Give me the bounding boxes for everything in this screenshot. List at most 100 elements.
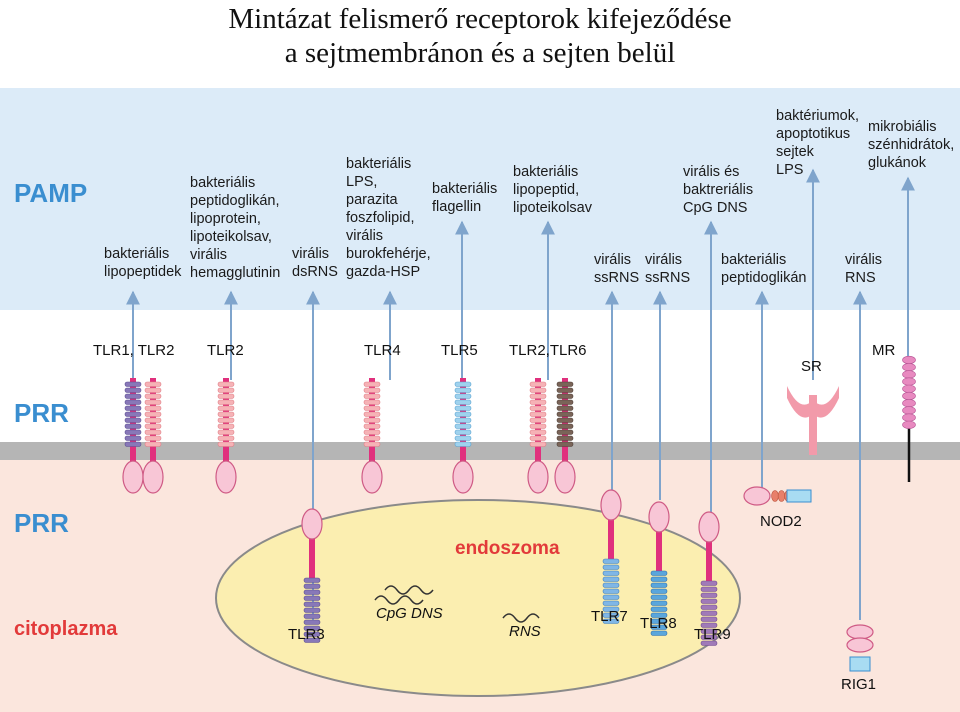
ligand-viral-ssrna-2: virális ssRNS: [645, 252, 691, 286]
ligand-cpg-dna: virális és baktreriális CpG DNS: [683, 164, 754, 216]
receptor-ring: [650, 612, 668, 618]
receptor-ring: [144, 399, 162, 405]
receptor-ring: [363, 387, 381, 393]
receptor-ring: [650, 594, 668, 600]
nod2-domain: [786, 489, 812, 503]
receptor-label-tlr3: TLR3: [288, 626, 325, 643]
receptor-nod2: [743, 486, 812, 506]
receptor-ring: [529, 435, 547, 441]
mr-domain: [902, 399, 916, 408]
ligand-viral-dsrna: virális dsRNS: [292, 246, 338, 280]
receptor-ring: [556, 405, 574, 411]
receptor-tlr2-c: [527, 378, 549, 494]
prr-cytoplasm-heading: PRR: [14, 508, 69, 538]
receptor-ring: [602, 600, 620, 606]
receptor-ring: [700, 640, 718, 646]
receptor-ring: [124, 381, 142, 387]
mr-domain: [902, 391, 916, 401]
receptor-sr: [787, 386, 839, 455]
mr-domain: [902, 406, 916, 415]
receptor-ring: [529, 405, 547, 411]
receptor-ring: [217, 441, 235, 447]
rns-strand: [502, 613, 540, 623]
receptor-ring: [363, 429, 381, 435]
receptor-ring: [124, 393, 142, 399]
receptor-ring: [144, 411, 162, 417]
receptor-ring: [602, 606, 620, 612]
ligand-peptidoglycan: bakteriális peptidoglikán: [721, 252, 807, 286]
receptor-tlr7: [600, 489, 622, 624]
receptor-ring: [303, 601, 321, 607]
receptor-bulb: [527, 460, 549, 494]
receptor-ring: [217, 387, 235, 393]
mr-domain: [902, 355, 916, 365]
receptor-ring: [650, 600, 668, 606]
receptor-ring: [602, 564, 620, 570]
receptor-ring: [454, 411, 472, 417]
rig1-bulb: [846, 637, 874, 653]
receptor-ring: [363, 411, 381, 417]
receptor-ring: [303, 589, 321, 595]
receptor-ring: [144, 441, 162, 447]
receptor-ring: [454, 423, 472, 429]
receptor-ring: [303, 613, 321, 619]
pamp-heading: PAMP: [14, 178, 88, 208]
receptor-bulb: [554, 460, 576, 494]
receptor-ring: [144, 417, 162, 423]
receptor-ring: [363, 381, 381, 387]
receptor-ring: [529, 417, 547, 423]
receptor-ring: [556, 381, 574, 387]
receptor-ring: [363, 393, 381, 399]
ligand-lipopeptide-lipoteichoic: bakteriális lipopeptid, lipoteikolsav: [513, 164, 592, 216]
receptor-label-rig1: RIG1: [841, 676, 877, 693]
endosome-label: endoszoma: [455, 538, 560, 559]
receptor-ring: [650, 588, 668, 594]
receptor-ring: [454, 429, 472, 435]
receptor-ring: [454, 405, 472, 411]
ligand-viral-ssrna-1: virális ssRNS: [594, 252, 640, 286]
receptor-ring: [602, 570, 620, 576]
mr-domain: [902, 363, 916, 372]
cpg-dns-strand: [374, 585, 434, 605]
receptor-ring: [454, 417, 472, 423]
receptor-ring: [529, 399, 547, 405]
receptor-ring: [556, 393, 574, 399]
mr-domain: [902, 420, 916, 429]
receptor-tlr3: [301, 508, 323, 643]
receptor-ring: [144, 387, 162, 393]
receptor-label-mr: MR: [872, 342, 896, 359]
receptor-ring: [529, 393, 547, 399]
receptor-ring: [303, 595, 321, 601]
receptor-ring: [454, 399, 472, 405]
receptor-ring: [303, 577, 321, 583]
receptor-ring: [529, 411, 547, 417]
receptor-label-tlr8: TLR8: [640, 615, 677, 632]
receptor-label-tlr7: TLR7: [591, 608, 628, 625]
receptor-tlr6: [554, 378, 576, 494]
receptor-bulb: [452, 460, 474, 494]
receptor-tlr8: [648, 501, 670, 636]
receptor-ring: [124, 399, 142, 405]
receptor-ring: [217, 417, 235, 423]
receptor-bulb: [142, 460, 164, 494]
receptor-ring: [700, 592, 718, 598]
mr-domain: [902, 384, 916, 393]
receptor-ring: [700, 598, 718, 604]
receptor-stem: [706, 541, 712, 583]
receptor-tlr1: [122, 378, 144, 494]
receptor-ring: [303, 637, 321, 643]
receptor-ring: [556, 417, 574, 423]
receptor-ring: [124, 417, 142, 423]
receptor-ring: [217, 429, 235, 435]
receptor-ring: [700, 604, 718, 610]
cytoplasm-label: citoplazma: [14, 618, 118, 640]
receptor-label-tlr2: TLR2: [207, 342, 244, 359]
ligand-bacteria-apoptotic: baktériumok, apoptotikus sejtek LPS: [776, 108, 860, 178]
receptor-ring: [602, 588, 620, 594]
receptor-tlr5: [452, 378, 474, 494]
ligand-microbial-carbohydrates: mikrobiális szénhidrátok, glukánok: [868, 119, 955, 171]
receptor-label-sr: SR: [801, 358, 822, 375]
cell-membrane: [0, 442, 960, 460]
receptor-ring: [454, 435, 472, 441]
receptor-ring: [556, 441, 574, 447]
